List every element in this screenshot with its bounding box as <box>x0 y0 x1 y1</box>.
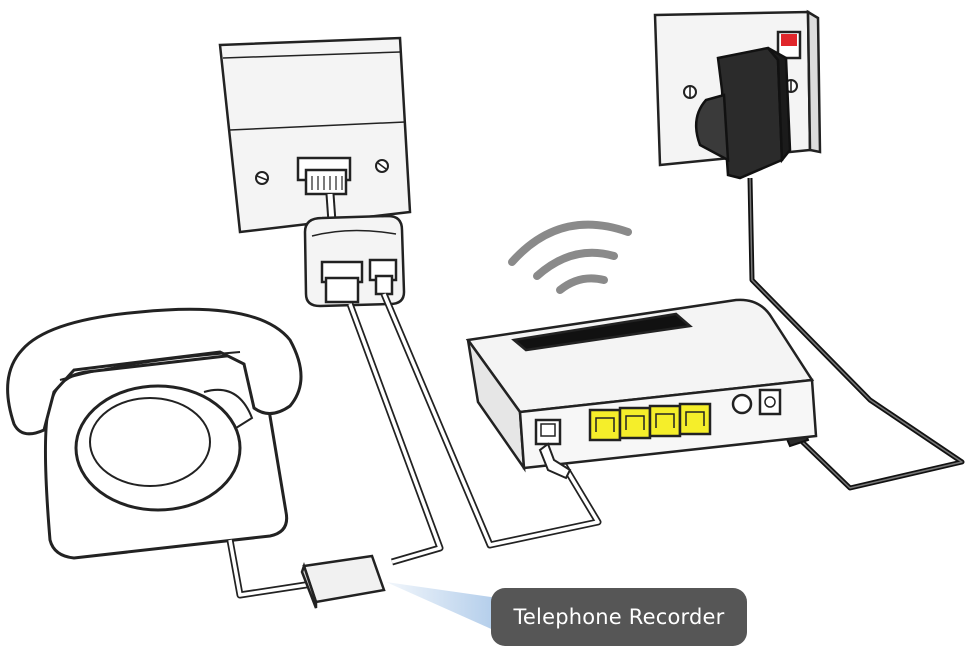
power-adapter-icon <box>694 46 792 180</box>
callout-pointer <box>386 582 498 632</box>
telephone-wall-socket-icon <box>218 36 412 234</box>
lan-ports-icon <box>588 402 712 442</box>
adsl-splitter-icon <box>303 214 406 308</box>
callout-label: Telephone Recorder <box>513 605 725 629</box>
wifi-signal-icon <box>508 220 632 294</box>
power-switch-icon <box>781 34 797 46</box>
wifi-router-icon <box>465 298 818 473</box>
rotary-telephone-icon <box>6 307 303 560</box>
telephone-recorder-callout: Telephone Recorder <box>491 588 747 646</box>
telephone-recorder-icon <box>300 554 386 609</box>
